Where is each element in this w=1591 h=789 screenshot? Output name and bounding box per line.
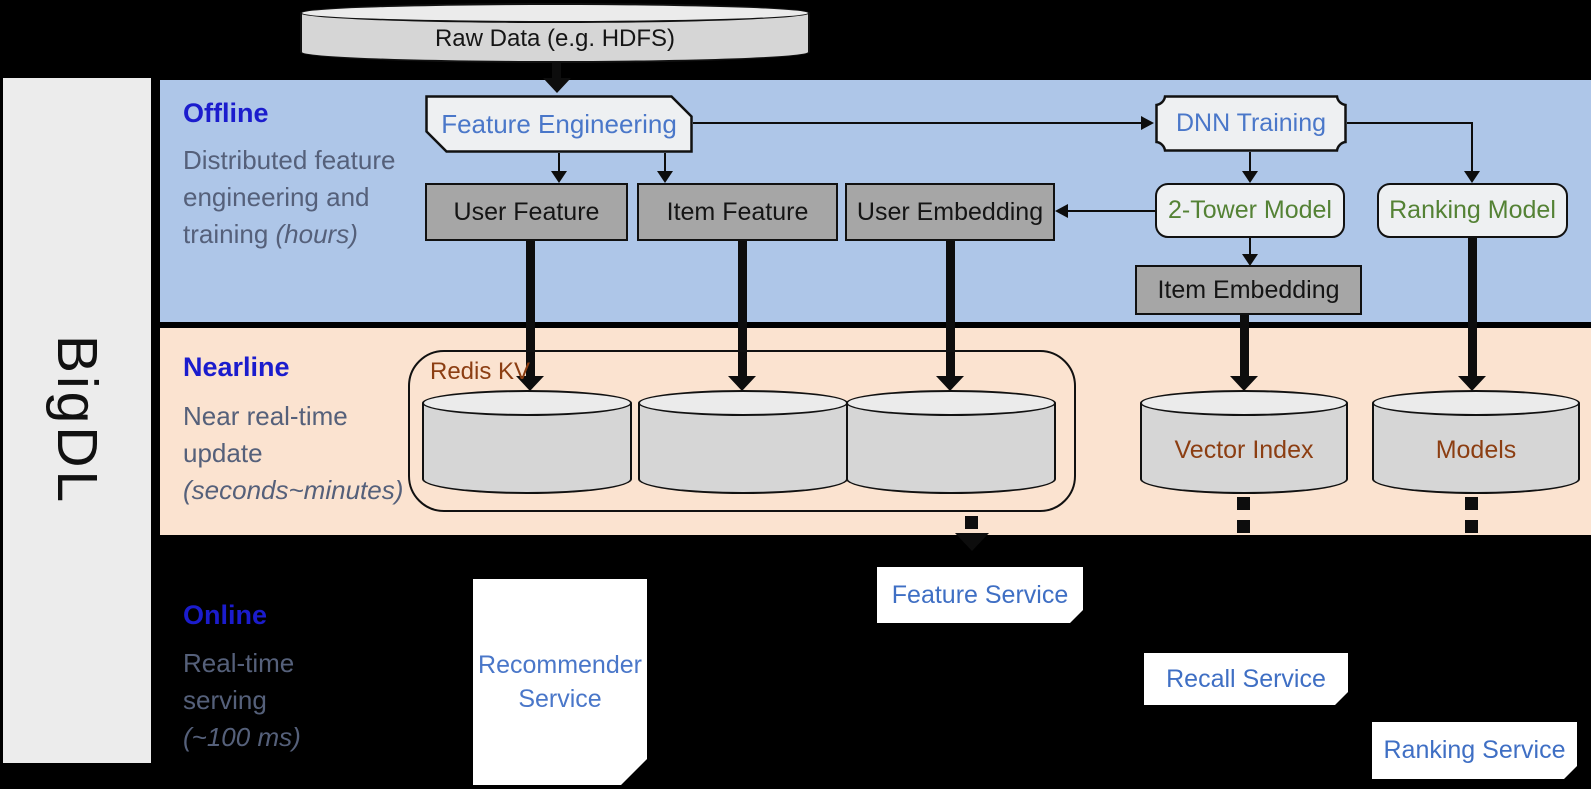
ranking-model-label: Ranking Model bbox=[1389, 196, 1556, 224]
arrow-fe-to-itemfeature-head bbox=[657, 171, 673, 183]
arrow-itemfeature-to-kv2-shaft bbox=[737, 241, 747, 377]
offline-desc-italic: (hours) bbox=[275, 219, 358, 249]
models-body bbox=[1372, 403, 1580, 494]
arrow-itemembedding-to-vectorindex-head bbox=[1230, 376, 1258, 391]
ranking-model-box: Ranking Model bbox=[1377, 183, 1568, 238]
arrow-userembedding-to-kv3-head bbox=[936, 376, 964, 391]
dash-models-2 bbox=[1465, 520, 1478, 533]
models-store: Models bbox=[1372, 390, 1580, 494]
ranking-service-fold-corner bbox=[1564, 766, 1577, 779]
redis-kv-container bbox=[408, 350, 1076, 512]
kv-store-cylinder-1 bbox=[422, 390, 632, 494]
arrow-dnn-to-ranking-vseg bbox=[1470, 121, 1473, 173]
arrow-userembedding-to-kv3-shaft bbox=[945, 241, 955, 377]
bigdl-sidebar: BigDL bbox=[3, 78, 151, 763]
dash-vectorindex-2 bbox=[1237, 520, 1250, 533]
vector-index-label: Vector Index bbox=[1174, 436, 1314, 464]
kv3-top bbox=[846, 390, 1056, 416]
item-embedding-box: Item Embedding bbox=[1135, 265, 1362, 315]
nearline-desc-text: Near real-time update bbox=[183, 401, 348, 468]
arrow-fe-to-dnn-shaft bbox=[693, 121, 1145, 124]
user-embedding-box: User Embedding bbox=[845, 183, 1055, 241]
ranking-service-box: Ranking Service bbox=[1372, 722, 1577, 779]
feature-service-label: Feature Service bbox=[891, 580, 1069, 609]
arrow-fe-to-dnn-head bbox=[1141, 116, 1154, 130]
kv2-body bbox=[638, 403, 848, 494]
arrow-itemfeature-to-kv2-head bbox=[728, 376, 756, 391]
item-feature-label: Item Feature bbox=[666, 197, 809, 226]
nearline-description: Near real-time update (seconds~minutes) bbox=[183, 398, 403, 509]
arrow-dnn-to-twotower-head bbox=[1242, 171, 1258, 183]
arrow-dnn-to-ranking-head bbox=[1464, 171, 1480, 183]
arrow-twotower-to-itemembedding-head bbox=[1242, 254, 1258, 266]
kv-store-cylinder-2 bbox=[638, 390, 848, 494]
feature-service-fold-corner bbox=[1070, 610, 1083, 623]
arrow-itemembedding-to-vectorindex-shaft bbox=[1239, 315, 1249, 377]
kv1-top bbox=[422, 390, 632, 416]
recall-service-fold-corner bbox=[1335, 692, 1348, 705]
bigdl-logo-text: BigDL bbox=[45, 335, 109, 506]
arrow-rankingmodel-to-models-head bbox=[1458, 376, 1486, 391]
arrow-twotower-to-userembedding-shaft bbox=[1068, 209, 1155, 212]
dnn-training-shape bbox=[1155, 95, 1347, 152]
online-title: Online bbox=[183, 600, 268, 630]
user-feature-box: User Feature bbox=[425, 183, 628, 241]
online-desc-text: Real-time serving bbox=[183, 648, 295, 715]
arrow-fe-to-userfeature-head bbox=[551, 171, 567, 183]
user-embedding-label: User Embedding bbox=[856, 197, 1044, 226]
feature-engineering-node: Feature Engineering bbox=[425, 95, 693, 153]
feature-engineering-label: Feature Engineering bbox=[441, 108, 677, 139]
dnn-training-node: DNN Training bbox=[1155, 95, 1347, 152]
ranking-service-label: Ranking Service bbox=[1383, 736, 1566, 764]
raw-data-store: Raw Data (e.g. HDFS) bbox=[300, 3, 810, 63]
item-feature-box: Item Feature bbox=[637, 183, 838, 241]
recommender-service-doc: Recommender Service bbox=[473, 579, 647, 785]
nearline-desc-italic: (seconds~minutes) bbox=[183, 475, 404, 505]
user-feature-label: User Feature bbox=[453, 197, 600, 226]
offline-desc-text: Distributed feature engineering and trai… bbox=[183, 145, 396, 249]
arrow-fe-to-userfeature-shaft bbox=[557, 153, 560, 173]
recall-service-label: Recall Service bbox=[1166, 664, 1326, 693]
kv3-body bbox=[846, 403, 1056, 494]
recall-service-box: Recall Service bbox=[1144, 653, 1348, 705]
two-tower-model-box: 2-Tower Model bbox=[1155, 183, 1345, 238]
nearline-title: Nearline bbox=[183, 352, 290, 382]
online-desc-italic: (~100 ms) bbox=[183, 722, 301, 752]
arrow-rawdata-to-fe-shaft bbox=[552, 58, 561, 80]
kv1-body bbox=[422, 403, 632, 494]
offline-title: Offline bbox=[183, 98, 269, 128]
arrow-fe-to-itemfeature-shaft bbox=[663, 153, 666, 173]
feature-service-box: Feature Service bbox=[877, 567, 1083, 623]
raw-data-cylinder-top bbox=[300, 3, 810, 23]
models-label: Models bbox=[1435, 436, 1517, 464]
arrow-rawdata-to-fe-head bbox=[543, 78, 571, 93]
vector-index-store: Vector Index bbox=[1140, 390, 1348, 494]
arrow-twotower-to-userembedding-head bbox=[1055, 204, 1068, 218]
recommender-service-label: Recommender Service bbox=[478, 651, 642, 713]
arrow-userfeature-to-kv1-shaft bbox=[525, 241, 535, 377]
dash-redis-to-featureservice bbox=[965, 516, 978, 529]
vector-index-body bbox=[1140, 403, 1348, 494]
item-embedding-label: Item Embedding bbox=[1157, 275, 1340, 304]
arrow-userfeature-to-kv1-head bbox=[516, 376, 544, 391]
online-description: Real-time serving (~100 ms) bbox=[183, 645, 338, 756]
arrow-rankingmodel-to-models-shaft bbox=[1467, 238, 1477, 377]
two-tower-model-label: 2-Tower Model bbox=[1168, 196, 1332, 224]
arrow-dnn-to-twotower-shaft bbox=[1248, 152, 1251, 172]
kv-store-cylinder-3 bbox=[846, 390, 1056, 494]
redis-kv-label: Redis KV bbox=[430, 358, 531, 385]
offline-description: Distributed feature engineering and trai… bbox=[183, 142, 398, 253]
arrow-twotower-to-itemembedding-shaft bbox=[1248, 238, 1251, 256]
dash-vectorindex-1 bbox=[1237, 497, 1250, 510]
arrow-dnn-to-ranking-hseg bbox=[1347, 121, 1472, 124]
feature-engineering-shape bbox=[425, 95, 693, 153]
recommender-service-fold-corner bbox=[621, 759, 647, 785]
kv2-top bbox=[638, 390, 848, 416]
dash-models-1 bbox=[1465, 497, 1478, 510]
models-top bbox=[1372, 390, 1580, 416]
arrow-redis-to-featureservice-head bbox=[955, 533, 989, 551]
dnn-training-label: DNN Training bbox=[1175, 109, 1327, 137]
raw-data-label: Raw Data (e.g. HDFS) bbox=[434, 25, 676, 52]
vector-index-top bbox=[1140, 390, 1348, 416]
